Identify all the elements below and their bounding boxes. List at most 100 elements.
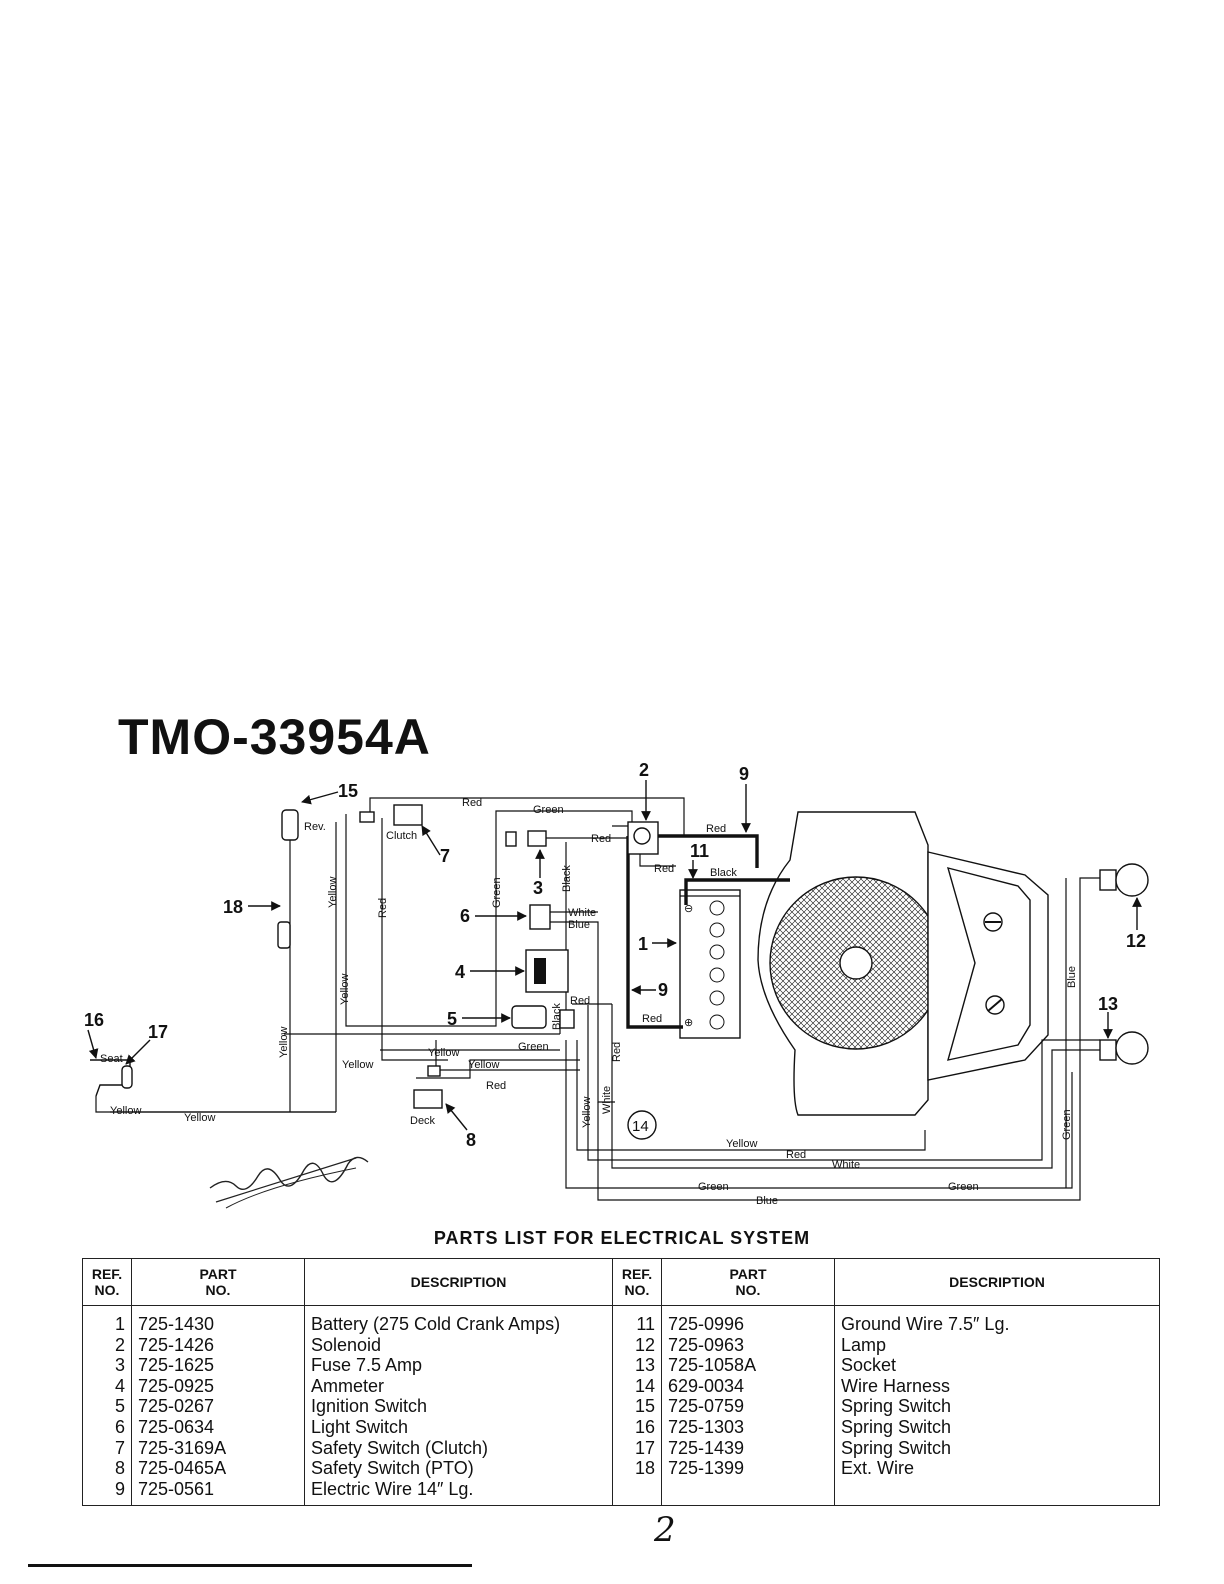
label-white-ls: White	[568, 907, 596, 919]
ammeter	[525, 949, 569, 993]
reverse-switch	[281, 809, 299, 841]
label-black-fuse: Black	[561, 865, 573, 892]
label-yellow-v: Yellow	[581, 1097, 593, 1128]
bottom-rule	[28, 1564, 472, 1567]
label-red-sol: Red	[591, 833, 611, 845]
fuse	[527, 830, 547, 847]
ref-12: 12	[1126, 931, 1146, 951]
ref-5: 5	[447, 1009, 457, 1029]
callout-arrows	[87, 780, 1142, 1131]
clutch-switch	[393, 804, 423, 826]
engine	[757, 811, 1049, 1116]
label-green-right: Green	[1061, 1109, 1073, 1140]
ext-wire-connector	[277, 921, 291, 949]
caption-seat: Seat	[100, 1053, 123, 1065]
label-white-v: White	[601, 1086, 613, 1114]
header-desc-right: DESCRIPTION	[834, 1258, 1160, 1306]
label-red-fuse: Red	[654, 863, 674, 875]
ref-11: 11	[690, 841, 709, 861]
harness-ring	[627, 1110, 657, 1140]
ref-18: 18	[223, 897, 243, 917]
wire-labels: Red Green Red Red Red Black Black White …	[110, 797, 1078, 1207]
label-green-bottom2: Green	[948, 1181, 979, 1193]
label-blue-right: Blue	[1066, 966, 1078, 988]
label-blue-ls: Blue	[568, 919, 590, 931]
label-yellow-seat2: Yellow	[184, 1112, 215, 1124]
label-red-v: Red	[611, 1042, 623, 1062]
label-red-bat: Red	[706, 823, 726, 835]
wires	[95, 797, 1100, 1201]
label-yellow-d: Yellow	[468, 1059, 499, 1071]
caption-rev: Rev.	[304, 821, 326, 833]
lamp-socket-top	[1099, 869, 1117, 891]
ref-7: 7	[440, 846, 450, 866]
label-black-mid: Black	[551, 1003, 563, 1030]
ref-14: 14	[632, 1118, 649, 1135]
model-number: TMO-33954A	[118, 709, 431, 765]
ref-16: 16	[84, 1010, 104, 1030]
lamp-socket-bottom	[1099, 1039, 1117, 1061]
label-yellow-mid: Yellow	[339, 974, 351, 1005]
caption-clutch: Clutch	[386, 830, 417, 842]
label-yellow-c: Yellow	[342, 1059, 373, 1071]
header-ref-right: REF.NO.	[612, 1258, 662, 1306]
handwritten-signature	[209, 1156, 369, 1209]
header-desc-left: DESCRIPTION	[304, 1258, 613, 1306]
ref-2: 2	[639, 760, 649, 780]
seat-switch	[121, 1065, 133, 1089]
label-red-left: Red	[377, 898, 389, 918]
ref-8: 8	[466, 1130, 476, 1150]
label-black-gnd: Black	[710, 867, 737, 879]
label-yellow-seatv: Yellow	[278, 1027, 290, 1058]
ref-3: 3	[533, 878, 543, 898]
lamp-top	[1115, 863, 1149, 897]
header-ref-left: REF.NO.	[82, 1258, 132, 1306]
ref-numbers: 2 9 11 3 6 4 5 1 9 7 8 15 18 16 17 12 13…	[84, 760, 1146, 1150]
label-green-left: Green	[491, 877, 503, 908]
lamp-bottom	[1115, 1031, 1149, 1065]
page-number: 2	[654, 1510, 676, 1550]
ref-15: 15	[338, 781, 358, 801]
svg-text:⊕: ⊕	[684, 1017, 693, 1029]
label-yellow-bottom: Yellow	[726, 1138, 757, 1150]
ref-1: 1	[638, 934, 648, 954]
components	[90, 804, 1149, 1140]
caption-deck: Deck	[410, 1115, 436, 1127]
ref-13: 13	[1098, 994, 1118, 1014]
label-blue-bottom: Blue	[756, 1195, 778, 1207]
wiring-diagram: ⊖ ⊕	[84, 760, 1149, 1207]
ref-9-mid: 9	[658, 980, 668, 1000]
label-red-bottom: Red	[786, 1149, 806, 1161]
ref-17: 17	[148, 1022, 168, 1042]
ref-6: 6	[460, 906, 470, 926]
label-yellow-seat: Yellow	[110, 1105, 141, 1117]
label-red-bat-low: Red	[642, 1013, 662, 1025]
label-red-e: Red	[486, 1080, 506, 1092]
label-green-bottom1: Green	[698, 1181, 729, 1193]
label-green-b: Green	[518, 1041, 549, 1053]
deck-switch	[413, 1089, 443, 1109]
ref-4: 4	[455, 962, 465, 982]
ignition-switch	[511, 1005, 547, 1029]
label-yellow-left: Yellow	[327, 877, 339, 908]
parts-list-title: PARTS LIST FOR ELECTRICAL SYSTEM	[433, 1228, 811, 1248]
label-red-mid: Red	[570, 995, 590, 1007]
svg-text:⊖: ⊖	[684, 903, 693, 915]
ref-9-top: 9	[739, 764, 749, 784]
captions: Rev. Clutch Deck Seat	[100, 821, 436, 1127]
label-red-top: Red	[462, 797, 482, 809]
label-white-bottom: White	[832, 1159, 860, 1171]
